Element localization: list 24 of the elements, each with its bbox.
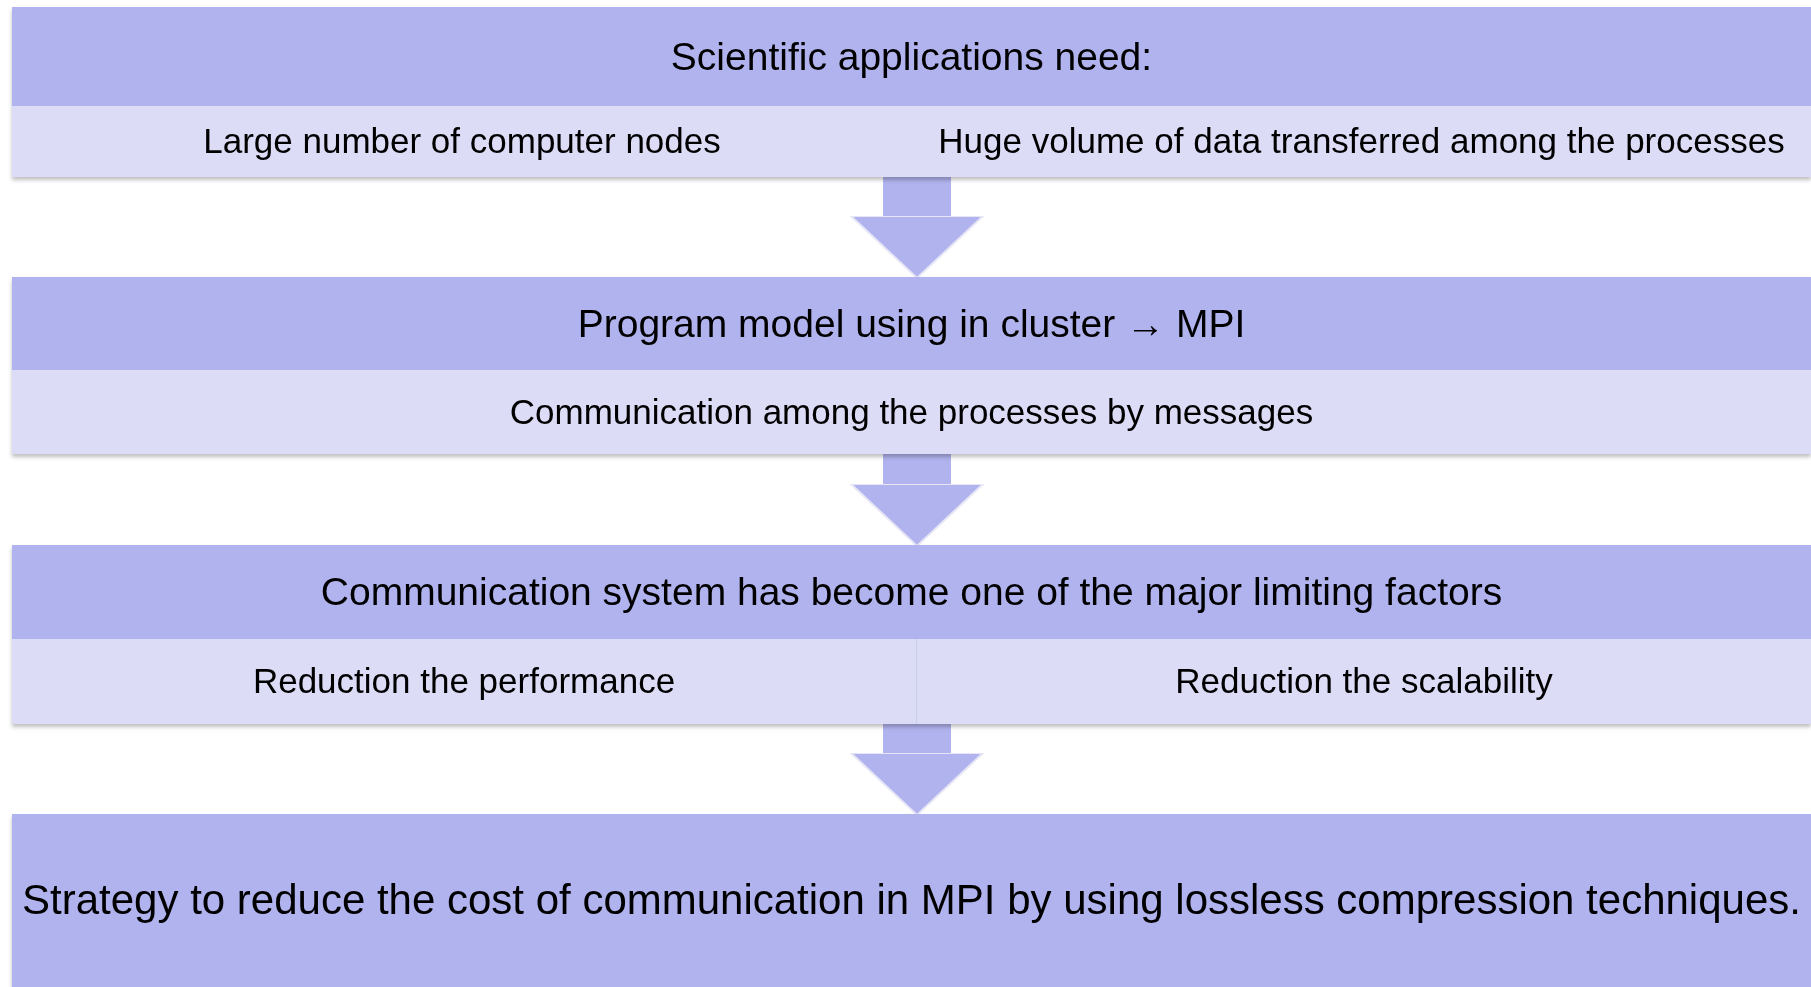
band-cell — [916, 639, 1811, 724]
block-arrow — [850, 176, 984, 279]
block-arrow — [850, 723, 984, 816]
band-header — [12, 277, 1811, 370]
block-arrow — [850, 453, 984, 547]
band-text: Communication among the processes by messages — [509, 392, 1314, 432]
band-background — [12, 7, 1811, 177]
band-text: Strategy to reduce the cost of communication in MPI by using lossless compression techniques. — [22, 876, 1801, 925]
band-text: Reduction the performance — [252, 662, 676, 701]
band-text: Program model using in cluster → MPI — [577, 301, 1246, 346]
band-background — [12, 277, 1811, 454]
band-text: Scientific applications need: — [670, 34, 1153, 79]
conclusion-box — [12, 814, 1811, 987]
band-header — [12, 545, 1811, 639]
band-cell — [12, 106, 912, 177]
band-text: Reduction the scalability — [1175, 662, 1553, 701]
band-text: Huge volume of data transferred among the processes — [938, 122, 1785, 161]
band-cell — [12, 370, 1811, 454]
band-header — [12, 7, 1811, 106]
band-cell — [12, 639, 916, 724]
band-cell — [912, 106, 1811, 177]
band-text: Communication system has become one of the major limiting factors — [320, 570, 1503, 614]
band-text: Large number of computer nodes — [203, 122, 721, 161]
band-background — [12, 545, 1811, 724]
